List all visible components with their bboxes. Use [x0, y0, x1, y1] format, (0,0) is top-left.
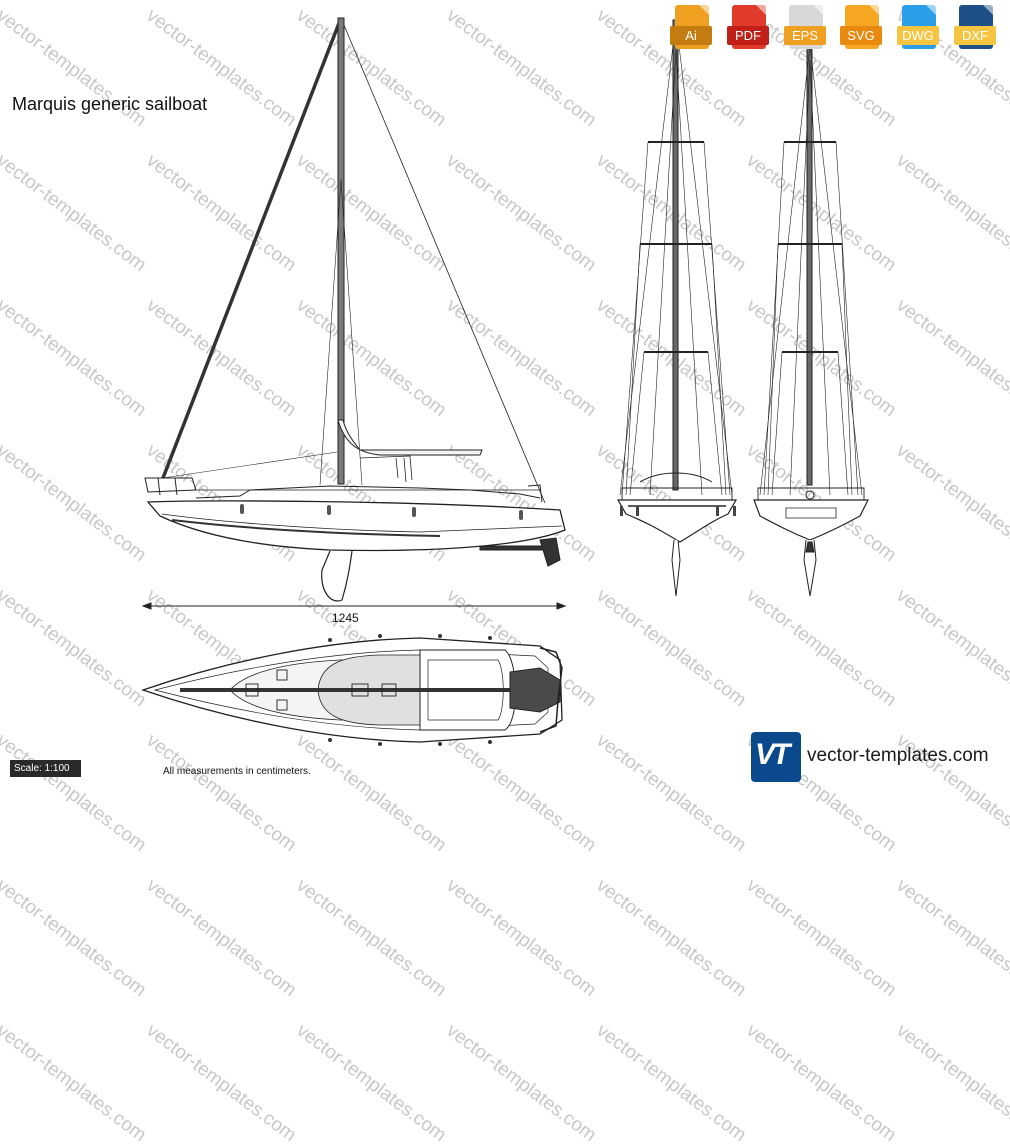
rear-hull: [753, 499, 869, 541]
watermark-text: vector-templates.com: [292, 1020, 451, 1147]
backstay: [340, 17, 546, 504]
svg-format-icon[interactable]: SVG: [840, 5, 882, 51]
rudder: [539, 537, 561, 567]
side-view: [144, 17, 566, 602]
measurement-note: All measurements in centimeters.: [163, 766, 311, 777]
length-dimension-label: 1245: [332, 611, 359, 625]
sail-cover: [337, 419, 483, 456]
forestay: [161, 17, 343, 479]
format-label: EPS: [784, 26, 826, 45]
format-label: SVG: [840, 26, 882, 45]
rear-view: [753, 44, 869, 597]
stanchions: [328, 634, 492, 746]
dimension-line: [141, 602, 567, 610]
shroud: [319, 179, 342, 486]
pdf-format-icon[interactable]: PDF: [727, 5, 769, 51]
watermark-text: vector-templates.com: [142, 875, 301, 1002]
watermark-text: vector-templates.com: [442, 1020, 601, 1147]
sheer-stripe: [171, 519, 441, 537]
watermark-text: vector-templates.com: [892, 875, 1010, 1002]
drawing-title: Marquis generic sailboat: [12, 94, 208, 114]
mast: [337, 17, 345, 485]
centerline: [180, 688, 510, 692]
stern-platform: [509, 667, 561, 713]
dwg-format-icon[interactable]: DWG: [897, 5, 939, 51]
front-hull: [616, 499, 738, 543]
top-view: [141, 634, 563, 746]
rear-rigging: [759, 44, 863, 496]
portlights: [240, 504, 523, 520]
format-label: DXF: [954, 26, 996, 45]
stern-pushpit: [527, 484, 543, 503]
front-rigging: [619, 19, 733, 496]
watermark-text: vector-templates.com: [292, 875, 451, 1002]
watermark-text: vector-templates.com: [0, 875, 151, 1002]
watermark-text: vector-templates.com: [592, 875, 751, 1002]
watermark-text: vector-templates.com: [892, 1020, 1010, 1147]
watermark-text: vector-templates.com: [592, 1020, 751, 1147]
format-label: Ai: [670, 26, 712, 45]
front-view: [616, 19, 738, 597]
eps-format-icon[interactable]: EPS: [784, 5, 826, 51]
cabin-top: [195, 485, 541, 499]
rear-keel: [803, 539, 817, 597]
blueprint-drawing: [141, 17, 869, 746]
hatches: [245, 669, 397, 711]
sheet-line: [162, 451, 338, 479]
watermark-text: vector-templates.com: [742, 1020, 901, 1147]
watermark-text: vector-templates.com: [142, 1020, 301, 1147]
vt-logo-icon[interactable]: VT: [751, 732, 801, 782]
front-keel: [671, 539, 681, 597]
bow-pulpit: [144, 477, 197, 493]
shroud: [340, 179, 363, 486]
scale-badge: Scale: 1:100: [10, 760, 81, 777]
format-label: PDF: [727, 26, 769, 45]
brand-name[interactable]: vector-templates.com: [807, 745, 989, 766]
ai-format-icon[interactable]: Ai: [670, 5, 712, 51]
format-label: DWG: [897, 26, 939, 45]
watermark-text: vector-templates.com: [0, 1020, 151, 1147]
dxf-format-icon[interactable]: DXF: [954, 5, 996, 51]
transom-steps: [785, 507, 837, 519]
watermark-text: vector-templates.com: [742, 875, 901, 1002]
keel: [321, 550, 353, 602]
hull: [146, 500, 566, 552]
bimini-frame: [359, 455, 413, 483]
watermark-text: vector-templates.com: [442, 875, 601, 1002]
